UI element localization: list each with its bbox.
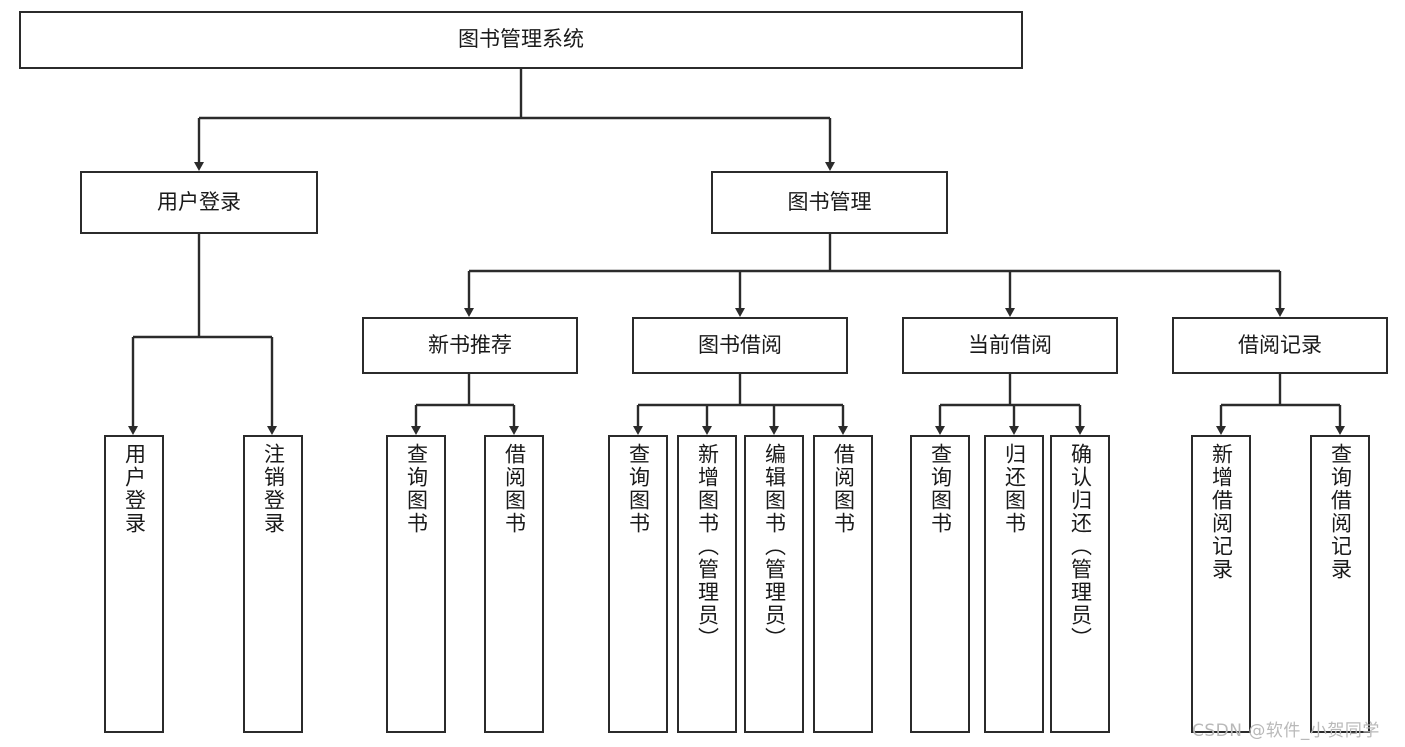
node-leaf-add-book-label: 新增图书（管理员） — [695, 443, 720, 650]
node-new-book-recommend-label: 新书推荐 — [428, 332, 512, 357]
node-leaf-user-logout[interactable]: 注销登录 — [243, 435, 303, 733]
node-book-borrow-label: 图书借阅 — [698, 332, 782, 357]
node-leaf-confirm-return-label: 确认归还（管理员） — [1068, 443, 1093, 650]
node-leaf-query-book-2[interactable]: 查询图书 — [608, 435, 668, 733]
node-leaf-query-book-1[interactable]: 查询图书 — [386, 435, 446, 733]
node-leaf-borrow-book-1[interactable]: 借阅图书 — [484, 435, 544, 733]
node-book-borrow[interactable]: 图书借阅 — [632, 317, 848, 374]
csdn-watermark: CSDN @软件_小贺同学 — [1192, 721, 1380, 741]
node-root[interactable]: 图书管理系统 — [19, 11, 1023, 69]
node-user-login-label: 用户登录 — [157, 189, 241, 214]
node-leaf-confirm-return[interactable]: 确认归还（管理员） — [1050, 435, 1110, 733]
node-leaf-edit-book-label: 编辑图书（管理员） — [762, 443, 787, 650]
node-leaf-query-record-label: 查询借阅记录 — [1328, 443, 1353, 581]
node-current-borrow-label: 当前借阅 — [968, 332, 1052, 357]
node-root-label: 图书管理系统 — [458, 27, 584, 52]
node-book-management-label: 图书管理 — [787, 189, 872, 214]
node-leaf-user-login[interactable]: 用户登录 — [104, 435, 164, 733]
node-leaf-add-record-label: 新增借阅记录 — [1209, 443, 1234, 581]
node-leaf-borrow-book-1-label: 借阅图书 — [502, 443, 527, 535]
node-leaf-add-book[interactable]: 新增图书（管理员） — [677, 435, 737, 733]
node-borrow-record-label: 借阅记录 — [1238, 332, 1322, 357]
node-leaf-query-book-3[interactable]: 查询图书 — [910, 435, 970, 733]
node-leaf-borrow-book-2[interactable]: 借阅图书 — [813, 435, 873, 733]
node-book-management[interactable]: 图书管理 — [711, 171, 948, 234]
node-leaf-query-book-2-label: 查询图书 — [626, 443, 651, 535]
node-leaf-return-book[interactable]: 归还图书 — [984, 435, 1044, 733]
node-leaf-user-logout-label: 注销登录 — [261, 443, 286, 535]
node-borrow-record[interactable]: 借阅记录 — [1172, 317, 1388, 374]
node-current-borrow[interactable]: 当前借阅 — [902, 317, 1118, 374]
node-leaf-return-book-label: 归还图书 — [1002, 443, 1027, 535]
node-leaf-query-record[interactable]: 查询借阅记录 — [1310, 435, 1370, 733]
node-leaf-query-book-3-label: 查询图书 — [928, 443, 953, 535]
node-leaf-user-login-label: 用户登录 — [122, 443, 147, 535]
node-user-login[interactable]: 用户登录 — [80, 171, 318, 234]
node-leaf-add-record[interactable]: 新增借阅记录 — [1191, 435, 1251, 733]
node-leaf-borrow-book-2-label: 借阅图书 — [831, 443, 856, 535]
node-new-book-recommend[interactable]: 新书推荐 — [362, 317, 578, 374]
node-leaf-query-book-1-label: 查询图书 — [404, 443, 429, 535]
node-leaf-edit-book[interactable]: 编辑图书（管理员） — [744, 435, 804, 733]
